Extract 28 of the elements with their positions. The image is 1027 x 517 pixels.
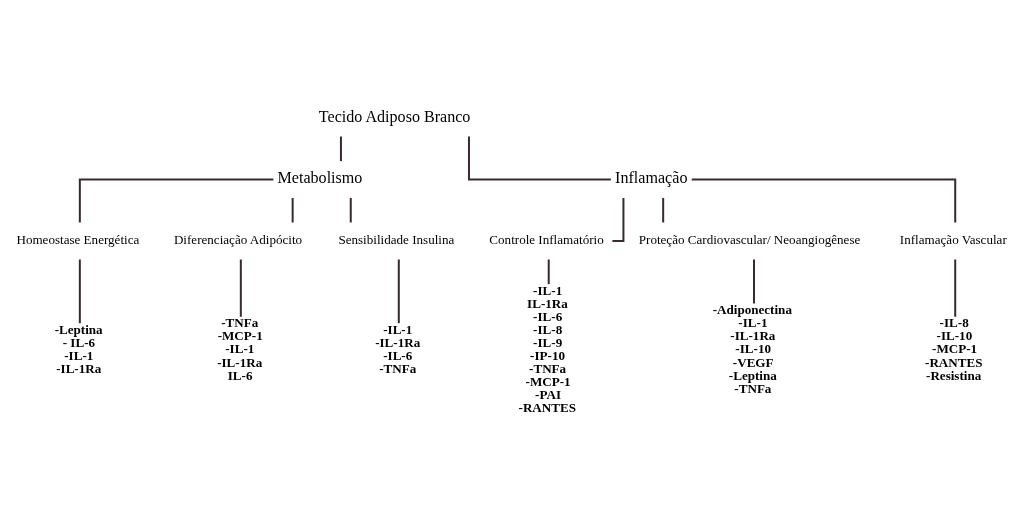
node-text: -IL-1 IL-1Ra -IL-6 -IL-8 -IL-9 -IP-10 -TNFa -MCP-1 -PAI -RANTES	[518, 282, 576, 416]
node-text: Controle Inflamatório	[489, 232, 604, 248]
connector	[954, 259, 957, 317]
node-text: Diferenciação Adipócito	[173, 232, 303, 248]
node-text: -IL-8 -IL-10 -MCP-1 -RANTES -Resistina	[925, 315, 983, 383]
node-text: Inflamação	[615, 169, 688, 187]
connector	[349, 197, 352, 223]
connector	[397, 259, 400, 324]
connector	[691, 178, 957, 223]
node-text: -Leptina - IL-6 -IL-1 -IL-1Ra	[54, 321, 103, 377]
node-text: Metabolismo	[277, 169, 363, 187]
node-text: Inflamação Vascular	[899, 232, 1007, 248]
node-text: -Adiponectina -IL-1 -IL-1Ra -IL-10 -VEGF -Leptina -TNFa	[712, 302, 792, 396]
connector	[467, 136, 611, 181]
connector	[752, 259, 755, 304]
node-text: Sensibilidade Insulina	[338, 232, 455, 248]
connector	[78, 259, 81, 324]
node-text: -IL-1 -IL-1Ra -IL-6 -TNFa	[375, 321, 421, 377]
connector	[547, 259, 550, 285]
connector	[291, 197, 294, 223]
connector	[239, 259, 242, 317]
node-text: Homeostase Energética	[16, 232, 140, 248]
connector	[78, 178, 274, 223]
node-text: Tecido Adiposo Branco	[318, 107, 471, 125]
node-text: -TNFa -MCP-1 -IL-1 -IL-1Ra IL-6	[217, 315, 263, 383]
node-text: Proteção Cardiovascular/ Neoangiogênese	[638, 232, 861, 248]
connector	[662, 197, 665, 223]
connector	[339, 136, 342, 162]
